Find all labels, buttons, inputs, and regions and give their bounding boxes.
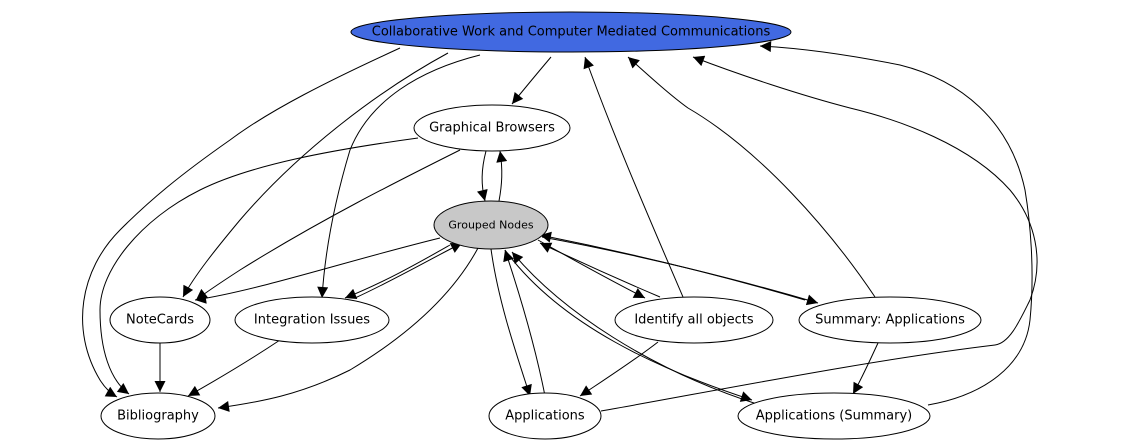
node-identify-all-objects[interactable]: Identify all objects bbox=[614, 296, 774, 344]
node-collab[interactable]: Collaborative Work and Computer Mediated… bbox=[350, 11, 792, 53]
edge-collab-to-integration-issues bbox=[317, 54, 481, 299]
node-integration-issues[interactable]: Integration Issues bbox=[234, 296, 390, 344]
edge-applications-summary-to-collab bbox=[759, 41, 1033, 406]
edges-layer bbox=[82, 41, 1038, 412]
edge-grouped-nodes-to-integration-issues bbox=[344, 244, 451, 300]
node-grouped-nodes-label: Grouped Nodes bbox=[448, 219, 533, 232]
edge-grouped-nodes-to-identify-all-objects bbox=[537, 239, 646, 299]
node-applications[interactable]: Applications bbox=[488, 392, 602, 440]
edge-summary-applications-to-applications-summary bbox=[852, 342, 879, 395]
edge-collab-to-notecards bbox=[182, 52, 449, 298]
node-grouped-nodes[interactable]: Grouped Nodes bbox=[433, 200, 549, 250]
edge-applications-to-collab bbox=[600, 55, 1038, 412]
edge-grouped-nodes-to-summary-applications bbox=[541, 236, 819, 306]
node-bibliography[interactable]: Bibliography bbox=[100, 392, 216, 440]
edge-identify-all-objects-to-grouped-nodes bbox=[539, 242, 661, 298]
node-integration-issues-label: Integration Issues bbox=[254, 313, 370, 328]
edge-grouped-nodes-to-graphical-browsers bbox=[496, 150, 508, 202]
node-notecards[interactable]: NoteCards bbox=[109, 296, 211, 344]
edge-integration-issues-to-grouped-nodes bbox=[354, 242, 463, 299]
edge-identify-all-objects-to-collab bbox=[583, 56, 684, 298]
edge-grouped-nodes-to-applications-summary bbox=[504, 249, 753, 402]
edge-collab-to-bibliography-left bbox=[82, 47, 401, 398]
node-collab-label: Collaborative Work and Computer Mediated… bbox=[372, 25, 771, 40]
edge-graphical-browsers-to-notecards bbox=[195, 149, 461, 301]
edge-grouped-nodes-to-applications bbox=[490, 248, 532, 397]
edge-applications-to-grouped-nodes bbox=[503, 249, 546, 397]
edge-grouped-nodes-to-bibliography bbox=[217, 247, 479, 412]
node-summary-applications[interactable]: Summary: Applications bbox=[798, 296, 982, 344]
edge-grouped-nodes-to-notecards bbox=[194, 237, 441, 304]
node-notecards-label: NoteCards bbox=[126, 313, 194, 328]
edge-graphical-browsers-to-bibliography bbox=[99, 137, 419, 395]
node-graphical-browsers-label: Graphical Browsers bbox=[429, 121, 555, 136]
node-bibliography-label: Bibliography bbox=[117, 409, 199, 424]
node-identify-all-objects-label: Identify all objects bbox=[634, 313, 754, 328]
node-summary-applications-label: Summary: Applications bbox=[815, 313, 965, 328]
nodes-layer: Collaborative Work and Computer Mediated… bbox=[100, 11, 982, 440]
edge-summary-applications-to-collab bbox=[627, 56, 876, 298]
edge-integration-issues-to-bibliography bbox=[187, 339, 281, 397]
node-applications-summary-label: Applications (Summary) bbox=[756, 409, 913, 424]
edge-collab-to-graphical-browsers bbox=[511, 56, 552, 105]
edge-summary-applications-to-grouped-nodes bbox=[539, 231, 806, 301]
node-graphical-browsers[interactable]: Graphical Browsers bbox=[413, 104, 571, 152]
edge-identify-all-objects-to-applications bbox=[579, 341, 659, 397]
node-applications-summary[interactable]: Applications (Summary) bbox=[737, 392, 931, 440]
node-applications-label: Applications bbox=[505, 409, 585, 424]
edge-graphical-browsers-to-grouped-nodes bbox=[476, 150, 488, 202]
